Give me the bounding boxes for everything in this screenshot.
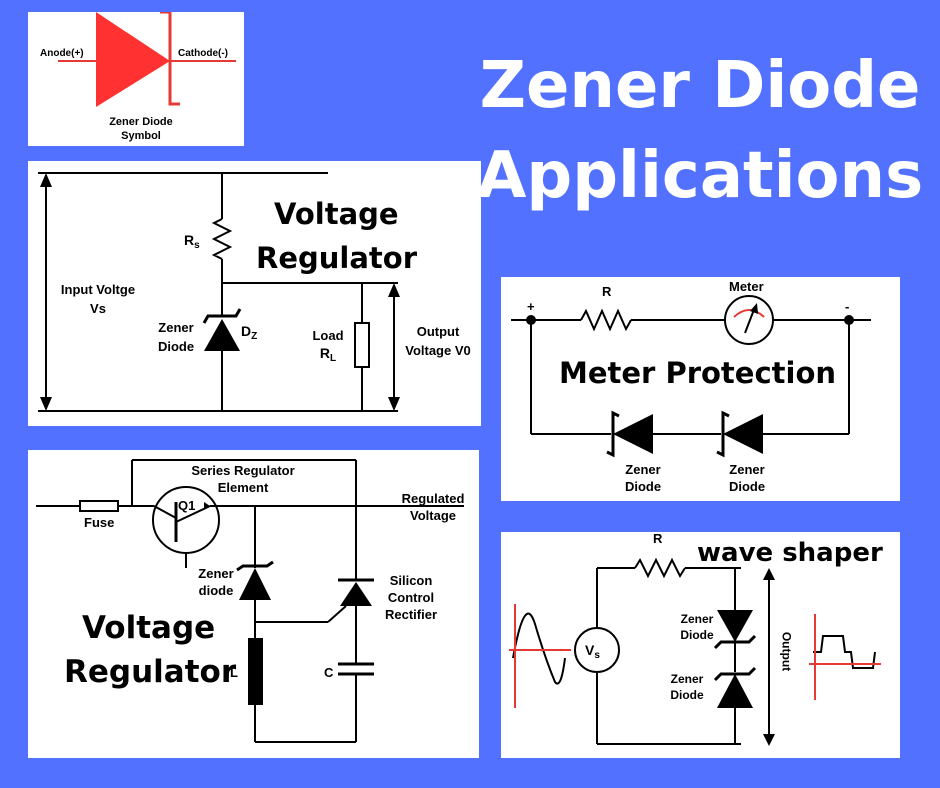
series-element-line2: Element: [217, 480, 269, 495]
sr-zener-icon: [239, 568, 271, 600]
zener-label-line2: Diode: [157, 339, 195, 354]
ws-zener2-line2: Diode: [670, 688, 704, 702]
resistor-rs-icon: [211, 218, 233, 260]
zener-triangle-icon: [96, 12, 170, 107]
series-regulator-panel: Series Regulator Element Q1 Fuse Regulat…: [28, 450, 479, 758]
inductor-label: L: [230, 665, 238, 680]
fuse-icon: [79, 500, 119, 512]
inductor-l-icon: [248, 638, 263, 705]
ws-zener2-line1: Zener: [670, 672, 704, 686]
page-title-line2: Applications: [476, 139, 924, 213]
load-label-line2: RL: [319, 345, 337, 365]
vs-label: Vs: [585, 642, 600, 662]
output-voltage-line1: Output: [416, 324, 460, 339]
mp-zener1-line2: Diode: [624, 479, 662, 494]
zener-diode-1-icon: [613, 414, 653, 454]
series-regulator-circuit: [36, 459, 464, 743]
sr-zener-line1: Zener: [198, 566, 234, 581]
wave-shaper-circuit: [509, 557, 881, 746]
series-regulator-heading-line1: Voltage: [82, 610, 216, 646]
meter-r-label: R: [602, 284, 612, 299]
mp-zener2-line2: Diode: [728, 479, 766, 494]
meter-label: Meter: [729, 279, 764, 294]
symbol-caption-line1: Zener Diode: [109, 116, 173, 128]
load-resistor-icon: [354, 322, 370, 368]
transistor-q1-icon: [152, 486, 220, 554]
wave-shaper-panel: R wave shaper Vs Zener Diode Zener Diode…: [501, 532, 900, 758]
ws-zener1-line1: Zener: [680, 612, 714, 626]
capacitor-label: C: [324, 665, 334, 680]
series-element-line1: Series Regulator: [191, 463, 295, 478]
meter-protection-panel: + - R Meter Meter Protection Zener Diode…: [501, 277, 900, 501]
symbol-panel: Anode(+) Cathode(-) Zener Diode Symbol: [28, 12, 244, 146]
plus-label: +: [527, 299, 535, 314]
cathode-label: Cathode(-): [178, 48, 228, 59]
scr-icon: [340, 582, 372, 606]
scr-line1: Silicon: [389, 573, 433, 588]
scr-line3: Rectifier: [384, 607, 438, 622]
output-wave-axes: [809, 614, 881, 700]
zener-dz-icon: [204, 319, 240, 351]
sr-zener-line2: diode: [198, 583, 234, 598]
regulated-line2: Voltage: [410, 508, 456, 523]
meter-protection-heading: Meter Protection: [559, 356, 837, 390]
output-label: Output: [779, 631, 794, 672]
page-title-line1: Zener Diode: [479, 49, 921, 123]
symbol-caption-line2: Symbol: [121, 130, 161, 142]
anode-label: Anode(+): [40, 48, 84, 59]
regulator-heading-line2: Regulator: [256, 241, 418, 275]
resistor-r-icon: [580, 308, 632, 332]
q1-label: Q1: [178, 498, 196, 513]
zener-label-line1: Zener: [158, 320, 194, 335]
fuse-label: Fuse: [84, 515, 115, 530]
ws-zener1-line2: Diode: [680, 628, 714, 642]
zener-cathode-bar: [160, 12, 180, 106]
input-wave-axes: [509, 604, 571, 708]
meter-protection-circuit: [511, 295, 871, 458]
mp-zener1-line1: Zener: [625, 462, 661, 477]
series-regulator-heading-line2: Regulator: [64, 654, 237, 690]
ws-zener1-icon: [717, 610, 753, 642]
ws-r-label: R: [653, 532, 663, 546]
regulator-heading-line1: Voltage: [274, 197, 399, 231]
ws-resistor-icon: [634, 557, 686, 579]
output-voltage-line2: Voltage V0: [405, 343, 471, 358]
voltage-regulator-circuit: [38, 172, 400, 412]
rs-label: Rs: [184, 232, 200, 252]
dz-label: DZ: [241, 323, 258, 343]
ws-zener2-icon: [717, 674, 753, 708]
load-label-line1: Load: [312, 328, 344, 343]
mp-zener2-line1: Zener: [729, 462, 765, 477]
scr-line2: Control: [387, 590, 435, 605]
voltage-regulator-panel: Voltage Regulator Rs Input Voltge Vs Zen…: [28, 161, 481, 426]
wave-shaper-heading: wave shaper: [697, 538, 883, 568]
input-voltage-line1: Input Voltge: [60, 282, 136, 297]
zener-symbol-diagram: [58, 12, 236, 107]
minus-label: -: [845, 299, 850, 314]
regulated-line1: Regulated: [401, 491, 465, 506]
input-voltage-line2: Vs: [90, 301, 106, 316]
zener-diode-2-icon: [723, 414, 763, 454]
